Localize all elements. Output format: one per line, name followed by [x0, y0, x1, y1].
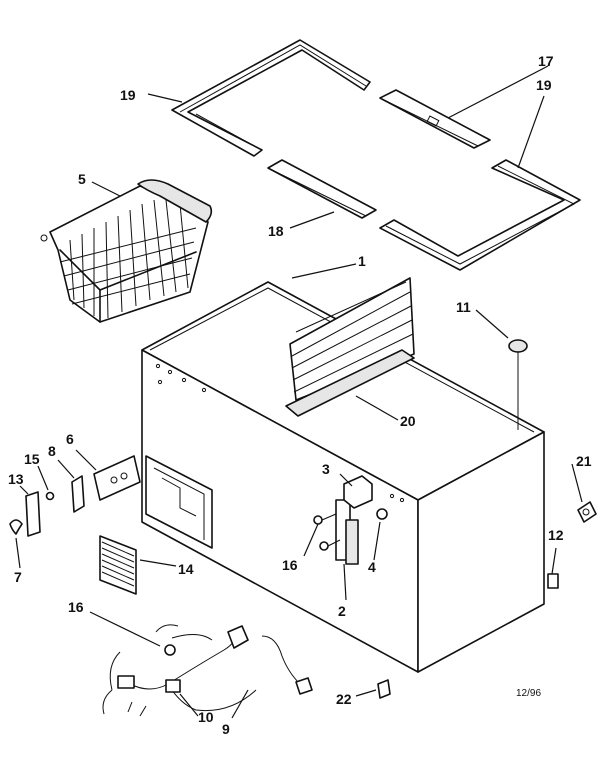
callout-9: 9 [222, 721, 230, 737]
callout-22: 22 [336, 691, 352, 707]
callout-10: 10 [198, 709, 214, 725]
part-7 [9, 519, 23, 535]
callout-18: 18 [268, 223, 284, 239]
breaker-frame-assembly [171, 39, 581, 271]
callout-labels: 1 2 3 4 5 6 7 8 9 10 11 12 13 14 15 16 1… [8, 53, 592, 737]
breaker-strip-left [171, 39, 371, 157]
part-8 [71, 475, 85, 513]
part-6 [93, 455, 141, 501]
part-15 [45, 491, 55, 501]
callout-6: 6 [66, 431, 74, 447]
callout-16-harness: 16 [68, 599, 84, 615]
callout-3: 3 [322, 461, 330, 477]
callout-19-right: 19 [536, 77, 552, 93]
compressor-opening [145, 455, 213, 549]
breaker-strip-18 [267, 159, 377, 219]
callout-1: 1 [358, 253, 366, 269]
callout-13: 13 [8, 471, 24, 487]
hinge-assembly [313, 475, 388, 565]
callout-7: 7 [14, 569, 22, 585]
wiring-harness [102, 624, 313, 717]
part-22 [377, 679, 391, 699]
callout-16-hinge: 16 [282, 557, 298, 573]
cabinet-side [417, 431, 545, 673]
grille [99, 535, 137, 595]
callout-4: 4 [368, 559, 376, 575]
callout-12: 12 [548, 527, 564, 543]
left-hardware [9, 455, 141, 537]
callout-19-left: 19 [120, 87, 136, 103]
callout-5: 5 [78, 171, 86, 187]
part-connector-a [117, 675, 135, 689]
callout-11: 11 [456, 299, 471, 315]
callout-20: 20 [400, 413, 416, 429]
callout-17: 17 [538, 53, 554, 69]
part-21 [577, 501, 597, 523]
part-10 [165, 679, 181, 693]
callout-2: 2 [338, 603, 346, 619]
leader-lines [15, 65, 583, 719]
breaker-strip-right [379, 159, 581, 271]
part-12 [547, 573, 559, 589]
callout-14: 14 [178, 561, 194, 577]
callout-15: 15 [24, 451, 40, 467]
callout-8: 8 [48, 443, 56, 459]
part-13 [25, 491, 41, 537]
date-code: 12/96 [516, 688, 541, 699]
storage-basket [40, 179, 213, 323]
right-hardware [377, 501, 597, 699]
thermostat-knob [508, 339, 528, 430]
divider-panel [285, 277, 415, 417]
callout-21: 21 [576, 453, 592, 469]
